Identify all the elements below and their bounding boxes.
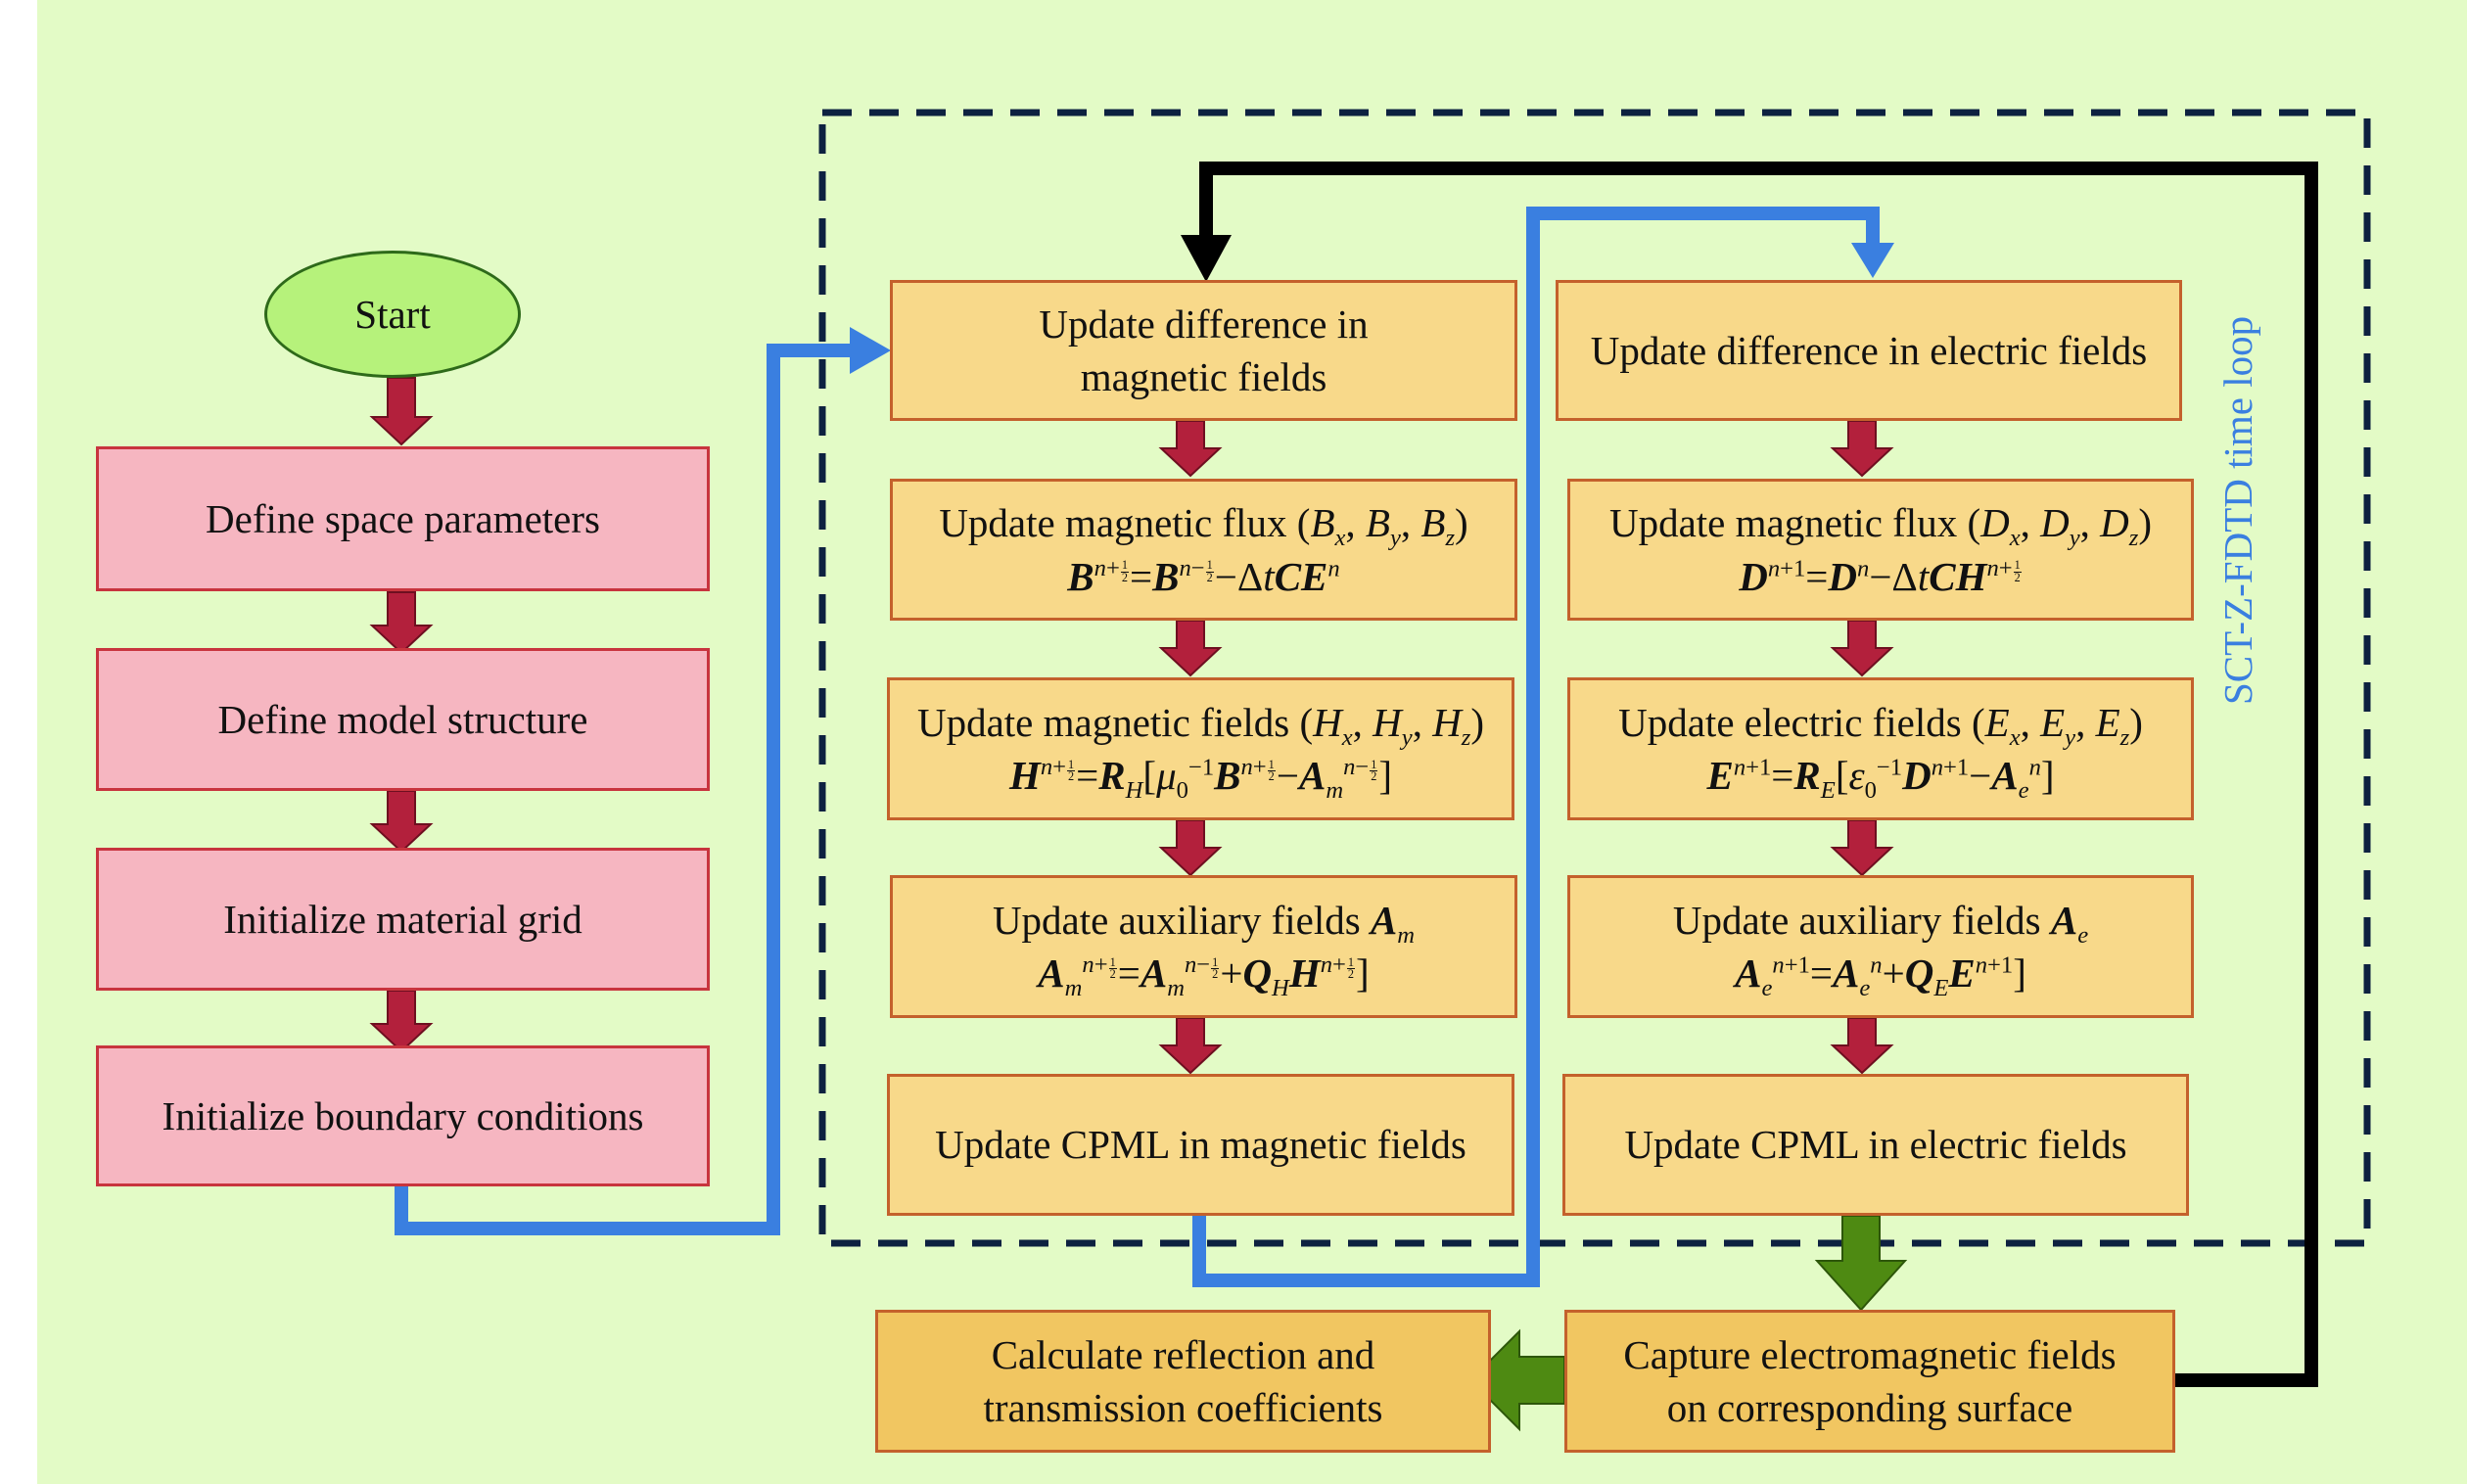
setup-red-arrows [369,377,434,1053]
red-arrow [1830,1017,1894,1075]
step-calculate-coefficients: Calculate reflection and transmission co… [875,1310,1491,1453]
step-label: Update difference in electric fields [1590,327,2148,373]
step-label: Define model structure [217,696,588,742]
step-label-line1: Update difference in [1039,301,1369,347]
blue-arrowhead-into-electric [1851,243,1894,278]
step-update-auxiliary-fields-ae: Update auxiliary fields Ae Aen+1=Aen+QEE… [1567,875,2194,1018]
red-arrow [369,990,434,1053]
step-label-line2: magnetic fields [1080,354,1327,399]
red-arrow [1830,420,1894,478]
step-update-cpml-electric: Update CPML in electric fields [1562,1074,2189,1216]
step-label: Initialize material grid [223,896,582,942]
loop-back-connector [1199,162,2318,1387]
step-title: Update magnetic flux (Bx, By, Bz) [939,500,1468,552]
loop-arrowhead [1181,235,1232,282]
red-arrow [369,591,434,655]
blue-arrowhead-into-magnetic [850,327,891,374]
red-arrow [1830,620,1894,677]
step-label-line2: on corresponding surface [1666,1385,2073,1430]
blue-connector-magnetic-to-electric [1192,207,1880,1287]
step-initialize-boundary-conditions: Initialize boundary conditions [96,1045,710,1186]
red-arrow [1158,819,1223,877]
step-update-cpml-magnetic: Update CPML in magnetic fields [887,1074,1514,1216]
step-title: Update auxiliary fields Am [992,897,1416,950]
step-title: Update magnetic fields (Hx, Hy, Hz) [916,699,1485,752]
step-label: Initialize boundary conditions [162,1092,644,1138]
time-loop-label: SCT-Z-FDTD time loop [2215,315,2260,705]
update-equation-e: En+1=RE[ε0−1Dn+1−Aen] [1706,753,2055,805]
step-label: Update CPML in magnetic fields [935,1122,1466,1168]
update-equation-ae: Aen+1=Aen+QEEn+1] [1735,951,2026,1002]
step-label: Update CPML in electric fields [1624,1122,2127,1168]
step-define-space-parameters: Define space parameters [96,446,710,591]
red-arrow [369,790,434,854]
electric-red-arrows [1830,420,1894,1075]
red-arrow [1830,819,1894,877]
green-arrow-down [1814,1215,1908,1312]
step-label-line2: transmission coefficients [983,1385,1383,1430]
step-title: Update magnetic flux (Dx, Dy, Dz) [1608,500,2153,552]
step-capture-fields: Capture electromagnetic fields on corres… [1564,1310,2175,1453]
step-title: Update auxiliary fields Ae [1672,897,2089,950]
step-label: Define space parameters [206,495,600,541]
time-loop-boundary [818,109,2371,1247]
step-label-line1: Capture electromagnetic fields [1623,1331,2117,1377]
step-update-magnetic-flux-d: Update magnetic flux (Dx, Dy, Dz) Dn+1=D… [1567,479,2194,621]
green-arrow-left [1468,1328,1565,1432]
red-arrow [1158,620,1223,677]
step-label-line1: Calculate reflection and [991,1331,1375,1377]
red-arrow [369,377,434,446]
red-arrow [1158,420,1223,478]
step-update-magnetic-fields-h: Update magnetic fields (Hx, Hy, Hz) Hn+1… [887,677,1514,820]
step-define-model-structure: Define model structure [96,648,710,791]
step-initialize-material-grid: Initialize material grid [96,848,710,991]
blue-connector-setup-to-loop [395,344,866,1235]
step-update-difference-magnetic: Update difference in magnetic fields [890,280,1517,421]
start-node: Start [264,251,521,378]
step-update-electric-fields-e: Update electric fields (Ex, Ey, Ez) En+1… [1567,677,2194,820]
magnetic-red-arrows [1158,420,1223,1075]
step-title: Update electric fields (Ex, Ey, Ez) [1618,699,2143,752]
red-arrow [1158,1017,1223,1075]
step-update-difference-electric: Update difference in electric fields [1556,280,2182,421]
start-label: Start [354,292,431,337]
